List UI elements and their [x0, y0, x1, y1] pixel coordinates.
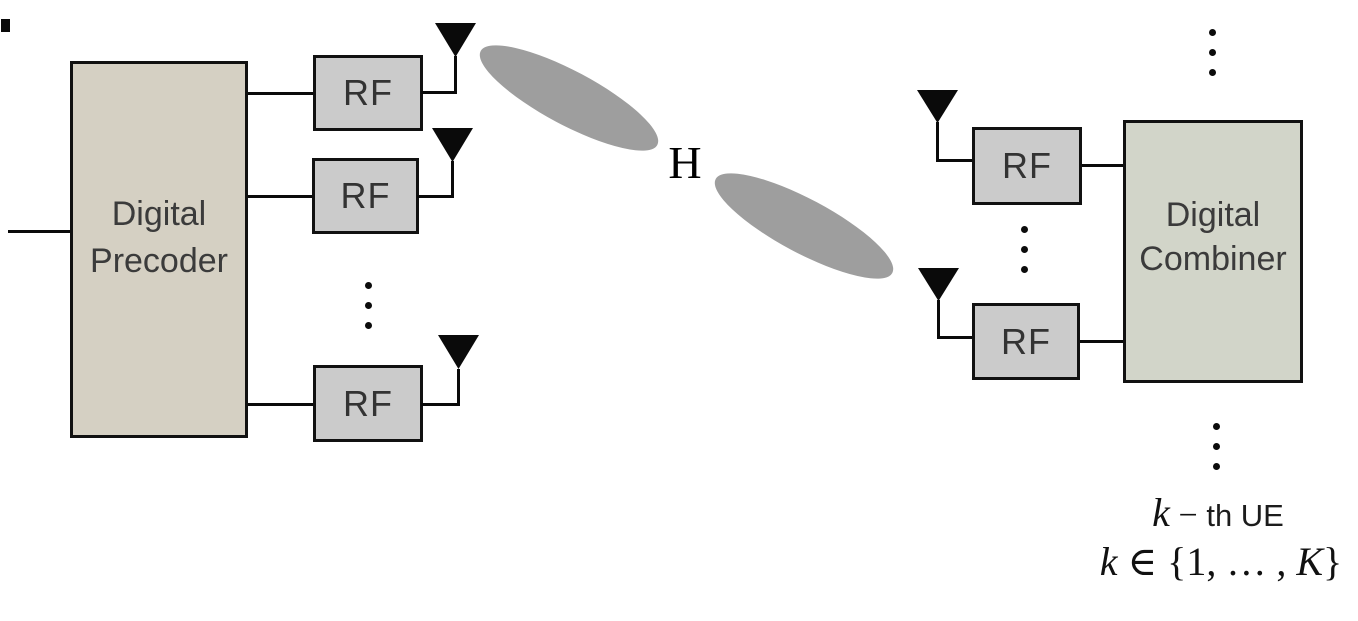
set-K-symbol: K [1296, 539, 1324, 584]
ellipsis-dot [1213, 443, 1220, 450]
rf-chain-tx-2: RF [312, 158, 419, 234]
rf-label: RF [343, 72, 393, 113]
rf-chain-rx-2: RF [972, 303, 1080, 380]
ellipsis-dot [365, 302, 372, 309]
precoder-label-line1: Digital [111, 195, 207, 233]
channel-h-label: H [668, 137, 702, 188]
ue-dash: − [1178, 497, 1198, 534]
ellipsis-dot [365, 322, 372, 329]
connector-line [936, 159, 972, 162]
set-membership: ∈ {1, [1117, 539, 1227, 584]
combiner-label-line2: Combiner [1139, 240, 1287, 278]
vertical-ellipsis-rx-mid [1021, 226, 1028, 273]
antenna-icon [917, 90, 958, 123]
ellipsis-dot [1213, 423, 1220, 430]
set-close-brace: } [1323, 539, 1343, 584]
digital-combiner-label: Digital Combiner [1126, 193, 1300, 281]
ue-text: th UE [1206, 498, 1284, 533]
antenna-icon [918, 268, 959, 301]
precoder-label-line2: Precoder [90, 242, 228, 280]
ellipsis-dot [1213, 463, 1220, 470]
connector-line [421, 91, 457, 94]
digital-precoder-block: Digital Precoder [70, 61, 248, 438]
beam-ellipse-tx [468, 27, 670, 169]
connector-line [248, 92, 313, 95]
antenna-stem [936, 122, 939, 162]
ue-k-symbol: k [1152, 490, 1170, 535]
rf-label: RF [340, 175, 391, 216]
ue-caption: k − th UE [1093, 489, 1343, 536]
ellipsis-dot [1021, 266, 1028, 273]
connector-line [937, 336, 972, 339]
connector-line [1080, 340, 1123, 343]
ellipsis-dot [1021, 246, 1028, 253]
ellipsis-dot [1209, 29, 1216, 36]
antenna-icon [435, 23, 476, 57]
set-k-symbol: k [1099, 539, 1118, 584]
set-ellipsis: … [1226, 539, 1267, 584]
vertical-ellipsis-rx-bottom [1213, 423, 1220, 470]
rf-label: RF [1001, 320, 1051, 362]
ellipsis-dot [1021, 226, 1028, 233]
antenna-icon [438, 335, 479, 369]
input-line [8, 230, 70, 233]
digital-combiner-block: Digital Combiner [1123, 120, 1303, 383]
antenna-stem [457, 369, 460, 406]
set-comma: , [1266, 539, 1297, 584]
ue-set-caption: k ∈ {1, … , K} [1083, 538, 1358, 585]
vertical-ellipsis-tx [365, 282, 372, 329]
ellipsis-dot [1209, 49, 1216, 56]
rf-label: RF [343, 382, 393, 424]
connector-line [417, 195, 454, 198]
digital-precoder-label: Digital Precoder [73, 191, 245, 285]
beam-ellipse-rx [703, 155, 905, 297]
connector-line [248, 403, 313, 406]
vertical-ellipsis-rx-top [1209, 29, 1216, 76]
rf-chain-tx-1: RF [313, 55, 423, 131]
rf-chain-tx-3: RF [313, 365, 423, 442]
rf-label: RF [1002, 145, 1052, 186]
connector-line [1082, 164, 1123, 167]
ellipsis-dot [365, 282, 372, 289]
corner-artifact-mark [1, 19, 10, 32]
ellipsis-dot [1209, 69, 1216, 76]
combiner-label-line1: Digital [1165, 196, 1261, 234]
antenna-icon [432, 128, 473, 162]
connector-line [421, 403, 460, 406]
connector-line [248, 195, 312, 198]
antenna-stem [937, 300, 940, 339]
rf-chain-rx-1: RF [972, 127, 1082, 205]
antenna-stem [451, 161, 454, 198]
antenna-stem [454, 56, 457, 94]
